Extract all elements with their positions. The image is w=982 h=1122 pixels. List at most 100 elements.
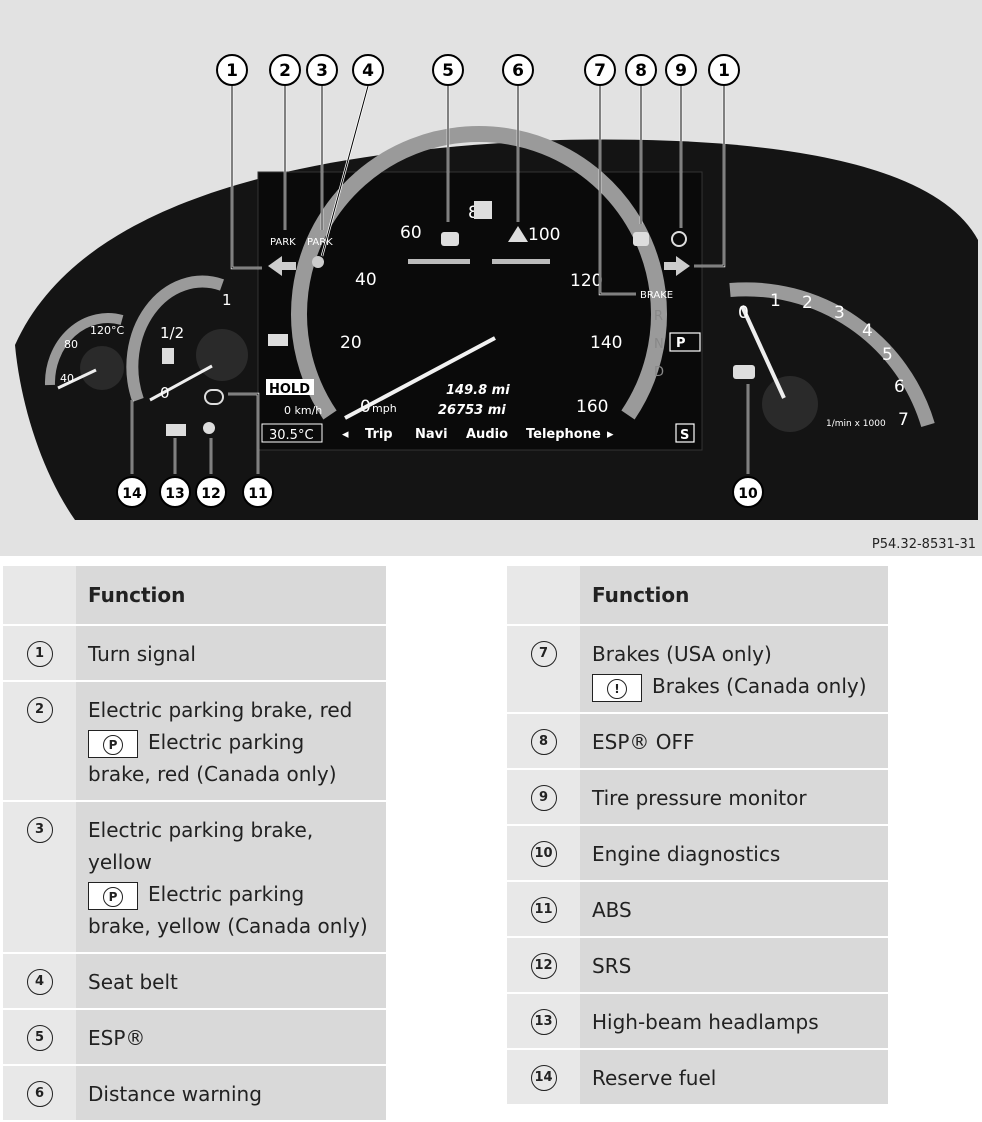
speed-tick: 140 [590,333,622,353]
fuel-arc [126,275,224,402]
row-function: SRS [580,937,888,994]
parking-brake-symbol: P [88,881,138,910]
headlamp-icon [268,334,288,346]
callout-7: 7 [594,61,606,81]
menu-telephone: Telephone [526,427,601,442]
table-header: Function [507,566,888,626]
speed-tick: 40 [355,270,377,290]
row-number: 8 [530,729,557,755]
instrument-cluster-figure: 40 60 80 100 120 140 160 20 0 mph 149.8 … [0,0,982,556]
total-odometer: 26753 mi [438,403,506,418]
row-number: 4 [26,969,53,995]
high-beam-icon [166,424,186,436]
row-function: Seat belt [76,953,386,1010]
tach-tick: 1 [770,291,781,311]
coolant-high: 120°C [90,324,124,337]
callout-10: 10 [738,486,758,502]
speed-tick: 60 [400,223,422,243]
tach-tick: 3 [834,303,845,323]
coolant-needle [57,368,97,390]
function-table-right: Function 7 Brakes (USA only) !Brakes (Ca… [507,566,888,1106]
table-row: 9 Tire pressure monitor [507,769,888,826]
row-number: 14 [530,1065,557,1091]
callout-14: 14 [122,486,142,502]
table-row: 1 Turn signal [3,625,386,682]
tachometer-needle [740,305,786,399]
table-header: Function [3,566,386,626]
park-label-red: PARK [270,237,296,248]
kmh-readout: 0 km/h [284,404,322,417]
brake-label: BRAKE [640,290,673,301]
callout-2: 2 [279,61,291,81]
row-number: 1 [26,641,53,667]
table-row: 14 Reserve fuel [507,1049,888,1106]
fuel-full: 1 [222,291,232,309]
speed-tick: 100 [528,225,560,245]
row-function: Reserve fuel [580,1049,888,1106]
table-row: 7 Brakes (USA only) !Brakes (Canada only… [507,625,888,714]
speed-tick: 120 [570,271,602,291]
turn-signal-right-icon [664,256,690,276]
coolant-low: 40 [60,372,74,385]
row-symbol-text: Brakes (Canada only) [652,674,867,698]
tach-tick: 5 [882,345,893,365]
row-function: Electric parking brake, [88,818,314,842]
row-function: ABS [580,881,888,938]
speedometer-arc [291,126,667,420]
callout-3: 3 [316,61,328,81]
callout-6: 6 [512,61,524,81]
gear-r: R [654,309,663,324]
row-number: 10 [530,841,557,867]
function-table-left: Function 1 Turn signal 2 Electric parking… [3,566,386,1122]
row-symbol-text: Electric parking [148,730,305,754]
fuel-half: 1/2 [160,324,184,342]
brake-warning-symbol: ! [592,673,642,702]
table-row: 4 Seat belt [3,953,386,1010]
row-number: 11 [530,897,557,923]
row-number: 7 [530,641,557,667]
table-row: 11 ABS [507,881,888,938]
gear-d: D [654,365,664,380]
row-function: Electric parking brake, red [88,698,353,722]
row-number: 6 [26,1081,53,1107]
tachometer-arc [729,282,935,428]
coolant-mid: 80 [64,338,78,351]
parking-brake-symbol: P [88,729,138,758]
figure-reference: P54.32-8531-31 [872,537,976,552]
callout-11: 11 [248,486,267,502]
seat-belt-icon [312,256,324,268]
tire-pressure-icon [671,231,687,247]
park-label-yellow: PARK [307,237,333,248]
callout-12: 12 [201,486,220,502]
fuel-empty: 0 [160,384,170,402]
row-number: 5 [26,1025,53,1051]
row-number: 9 [530,785,557,811]
tach-tick: 4 [862,321,873,341]
table-row: 2 Electric parking brake, red P Electric … [3,681,386,802]
row-number: 13 [530,1009,557,1035]
row-function: Tire pressure monitor [580,769,888,826]
row-function: ESP® OFF [580,713,888,770]
hold-indicator: HOLD [269,382,310,397]
table-row: 10 Engine diagnostics [507,825,888,882]
row-number: 2 [26,697,53,723]
speed-tick: 20 [340,333,362,353]
tach-tick: 6 [894,377,905,397]
table-header-label: Function [76,566,386,626]
s-indicator: S [680,428,689,443]
menu-trip: Trip [365,427,393,442]
row-function: Turn signal [76,625,386,682]
outside-temperature: 30.5°C [269,428,314,443]
speedometer-needle [344,336,496,420]
row-function-tail: brake, yellow (Canada only) [88,914,368,938]
mph-unit: mph [372,402,397,415]
tach-tick: 0 [738,303,749,323]
esp-off-icon [633,232,649,246]
row-function: Engine diagnostics [580,825,888,882]
callout-13: 13 [165,486,184,502]
row-number: 3 [26,817,53,843]
